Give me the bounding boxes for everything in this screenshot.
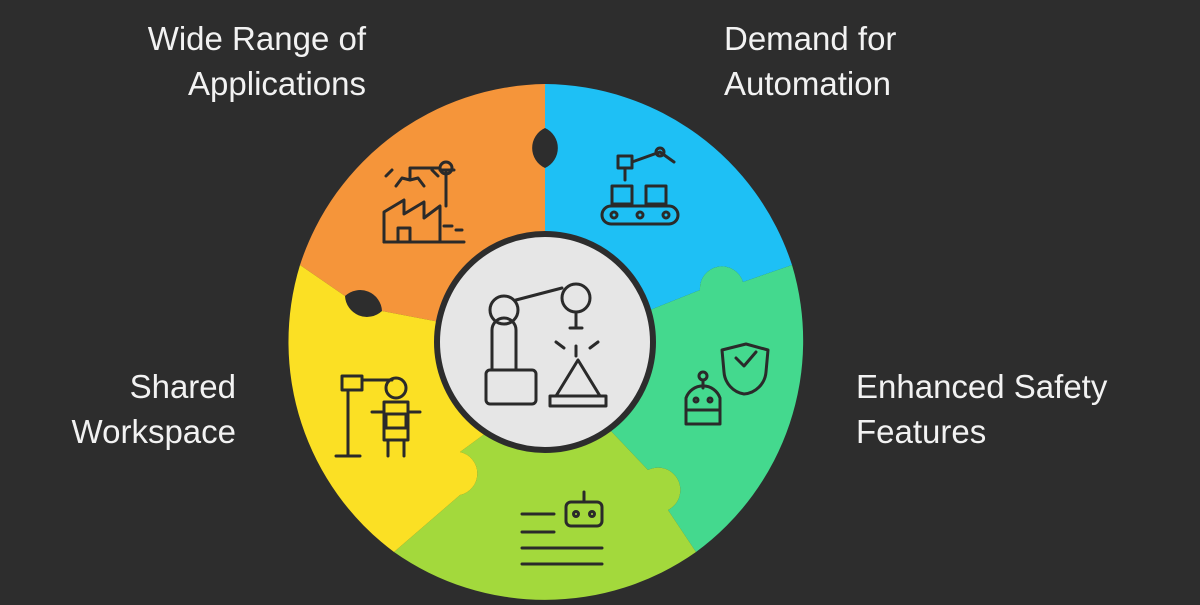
factory-robot-arm-icon bbox=[382, 160, 466, 244]
label-wide-range: Wide Range of Applications bbox=[147, 20, 366, 102]
label-shared: Shared Workspace bbox=[71, 368, 236, 450]
conveyor-robot-arm-icon bbox=[600, 146, 680, 226]
robot-safety-shield-icon bbox=[684, 342, 770, 426]
robot-document-icon bbox=[520, 490, 604, 566]
center-disk bbox=[434, 231, 656, 453]
label-demand: Demand for Automation bbox=[724, 20, 897, 102]
collaborative-robot-welding-icon bbox=[484, 282, 608, 408]
label-safety: Enhanced Safety Features bbox=[856, 368, 1108, 450]
robot-workstation-icon bbox=[334, 374, 422, 458]
